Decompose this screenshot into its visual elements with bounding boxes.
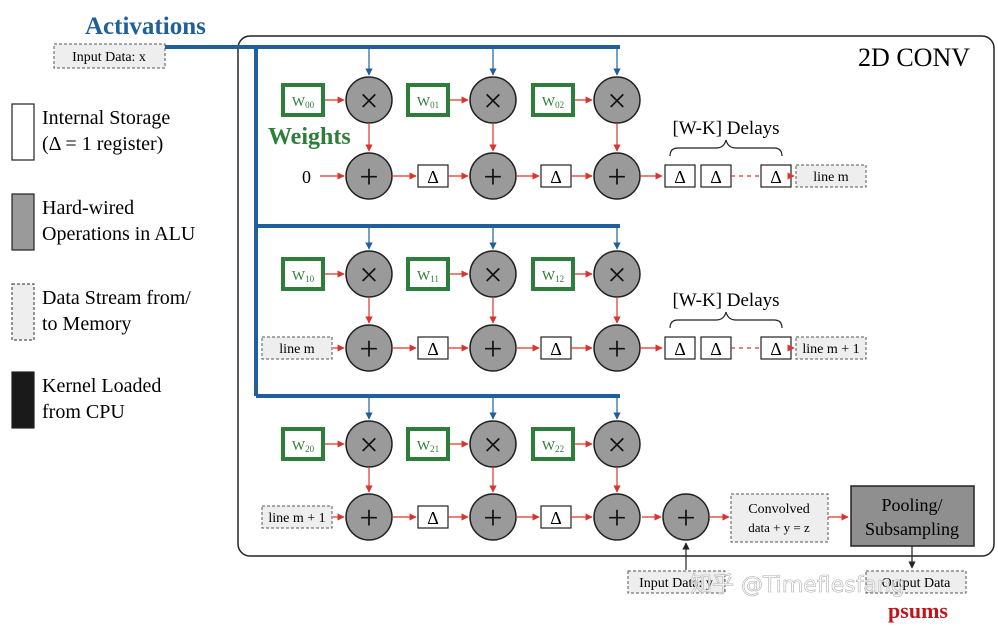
row0-chain-delay-a-box (664, 164, 696, 188)
adder-21-symbol: + (483, 500, 502, 537)
activations-label: Activations (85, 13, 206, 40)
adder-00-symbol: + (359, 159, 378, 196)
row2-input-label: line m + 1 (268, 511, 325, 526)
adder-20-symbol: + (359, 500, 378, 537)
delay-10-symbol: Δ (427, 339, 439, 359)
adder-12-symbol: + (607, 331, 626, 368)
input-data-y-label: Input Data: y (639, 576, 713, 591)
weight-21-box (406, 427, 450, 461)
watermark: 知乎 @Timeflesfang (690, 573, 905, 598)
row1-chain-delay-c-symbol: Δ (770, 339, 782, 359)
row1-output-label: line m + 1 (802, 342, 859, 357)
adder-02-symbol: + (607, 159, 626, 196)
zero-input: 0 (302, 167, 311, 187)
convolved-line2: data + y = z (748, 520, 810, 535)
multiplier-20-symbol: × (359, 427, 378, 464)
delay-21-symbol: Δ (550, 508, 562, 528)
legend-stream-swatch (11, 283, 35, 341)
adder-11-symbol: + (483, 331, 502, 368)
weight-20-box (281, 427, 325, 461)
row1-input-label: line m (279, 342, 314, 357)
legend-kernel-line1: Kernel Loaded (42, 375, 161, 397)
adder-01-symbol: + (483, 159, 502, 196)
delay-01-symbol: Δ (550, 167, 562, 187)
adder-22-symbol: + (607, 500, 626, 537)
multiplier-12-symbol: × (607, 257, 626, 294)
legend-storage-line2: (Δ = 1 register) (42, 133, 163, 155)
row0-chain-delay-c-symbol: Δ (770, 167, 782, 187)
legend-alu-line2: Operations in ALU (42, 223, 196, 245)
row0-output-label: line m (813, 170, 848, 185)
legend-storage-swatch (11, 103, 35, 161)
row1-chain-delay-a-symbol: Δ (674, 339, 686, 359)
output-data-label: Output Data (882, 576, 952, 591)
adder-10-symbol: + (359, 331, 378, 368)
activation-drops (365, 49, 621, 420)
row1-chain-delay-b-symbol: Δ (710, 339, 722, 359)
multiplier-02-symbol: × (607, 83, 626, 120)
legend-stream-line2: to Memory (42, 313, 131, 335)
output-data-box (865, 570, 967, 594)
legend-kernel-line2: from CPU (42, 401, 125, 423)
weight-10-box (281, 257, 325, 291)
row1-delays-label: [W-K] Delays (672, 290, 779, 311)
delay-11-symbol: Δ (550, 339, 562, 359)
multiplier-21-symbol: × (483, 427, 502, 464)
row0-output-box (795, 164, 867, 188)
row1-input-box (261, 336, 333, 360)
row0-chain-delay-b-symbol: Δ (710, 167, 722, 187)
delay-00-symbol: Δ (427, 167, 439, 187)
legend: Internal Storage (Δ = 1 register) Hard-w… (11, 103, 196, 429)
row0-delays-brace (669, 139, 783, 157)
adder-22 (593, 493, 641, 541)
row1-chain-delay-a-box (664, 336, 696, 360)
psums-label: psums (888, 598, 948, 623)
legend-stream-line1: Data Stream from/ (42, 287, 191, 309)
input-data-y-box (627, 570, 726, 594)
convolved-line1: Convolved (748, 502, 809, 517)
conv-title: 2D CONV (858, 43, 970, 72)
legend-kernel-swatch (11, 371, 35, 429)
legend-alu-line1: Hard-wired (42, 197, 134, 219)
weight-11-box (406, 257, 450, 291)
multiplier-01-symbol: × (483, 83, 502, 120)
output-stage: + Convolved data + y = z Pooling/ Subsam… (627, 485, 975, 623)
final-adder-symbol: + (676, 500, 695, 537)
row1-output-box (795, 336, 867, 360)
weights-label: Weights (268, 124, 351, 150)
weight-00-box (281, 83, 325, 117)
multiplier-10-symbol: × (359, 257, 378, 294)
legend-alu-swatch (11, 193, 35, 251)
multiplier-22-symbol: × (607, 427, 626, 464)
activation-bus (165, 45, 620, 398)
row1-delays-brace (669, 311, 783, 329)
conv-frame (237, 35, 995, 557)
weight-22-box (531, 427, 575, 461)
legend-storage-line1: Internal Storage (42, 107, 170, 129)
row0-delays-label: [W-K] Delays (672, 118, 779, 139)
multiplier-00-symbol: × (359, 83, 378, 120)
input-data-x-label: Input Data: x (72, 50, 146, 65)
row2-input-box (261, 505, 333, 529)
weight-02-box (531, 83, 575, 117)
weight-01-box (406, 83, 450, 117)
row0-chain-delay-a-symbol: Δ (674, 167, 686, 187)
delay-20-symbol: Δ (427, 508, 439, 528)
pooling-box (850, 485, 975, 547)
pooling-line2: Subsampling (865, 519, 959, 539)
input-data-x-box: Input Data: x (53, 43, 166, 69)
convolved-box (730, 493, 829, 543)
weight-12-box (531, 257, 575, 291)
pooling-line1: Pooling/ (881, 495, 942, 515)
multiplier-11-symbol: × (483, 257, 502, 294)
